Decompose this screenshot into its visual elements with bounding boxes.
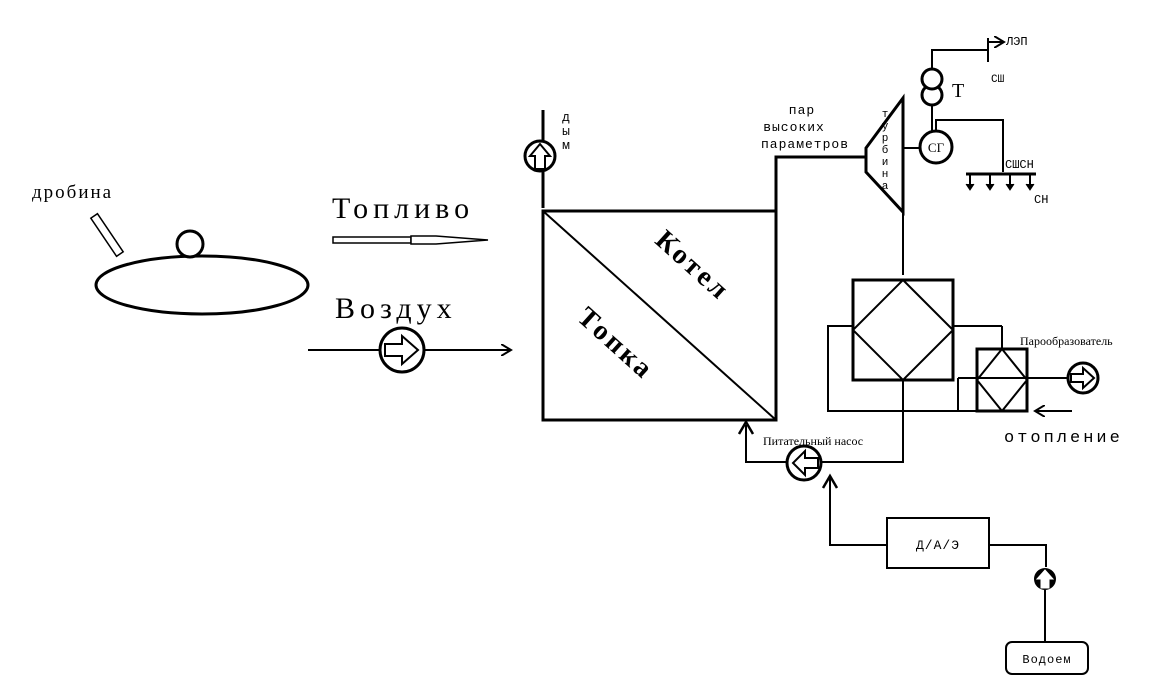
- steam-line: [774, 155, 866, 211]
- boiler-box: [541, 209, 778, 422]
- par-label-1: пар: [789, 103, 815, 118]
- drobina-tank: [89, 212, 310, 316]
- smoke-fan-icon: [523, 139, 557, 173]
- paroobrazovatel-label: Парообразователь: [1020, 334, 1113, 348]
- steam-generator-icon: [975, 347, 1029, 413]
- drobina-label: дробина: [32, 182, 113, 203]
- sg-label: СГ: [928, 140, 945, 155]
- vozdukh-label: Воздух: [335, 292, 457, 325]
- deaerator-box: [886, 517, 990, 569]
- reservoir-pump-icon: [1034, 568, 1056, 590]
- kotel-label: Котел: [649, 224, 736, 307]
- toplivo-label: Топливо: [332, 192, 474, 225]
- dae-label: Д/А/Э: [916, 538, 960, 553]
- par-label-2: высоких: [763, 120, 825, 135]
- t-label: Т: [952, 80, 964, 102]
- otoplenie-label: отопление: [1004, 429, 1123, 448]
- transformer-icon: [920, 67, 944, 107]
- air-fan-icon: [378, 326, 426, 374]
- topka-label: Топка: [571, 301, 660, 386]
- pitatelny-nasos-label: Питательный насос: [763, 434, 863, 448]
- drobina-chute: [89, 212, 125, 258]
- lep-label: ЛЭП: [1005, 35, 1028, 49]
- sn-label: СН: [1034, 193, 1048, 207]
- vodoem-box: [1005, 641, 1089, 675]
- vodoem-label: Водоем: [1022, 653, 1071, 667]
- heating-loop: [827, 325, 1002, 412]
- feed-line: [745, 380, 904, 463]
- fuel-injector: [332, 235, 489, 245]
- sn-feeders: [965, 174, 1035, 191]
- sshsn-label: СШСН: [1005, 158, 1034, 172]
- ssh-label: СШ: [991, 74, 1005, 86]
- condenser-icon: [851, 278, 955, 382]
- steam-out-fan-icon: [1066, 361, 1100, 395]
- par-label-3: параметров: [761, 137, 849, 152]
- feed-pump-icon: [785, 444, 823, 482]
